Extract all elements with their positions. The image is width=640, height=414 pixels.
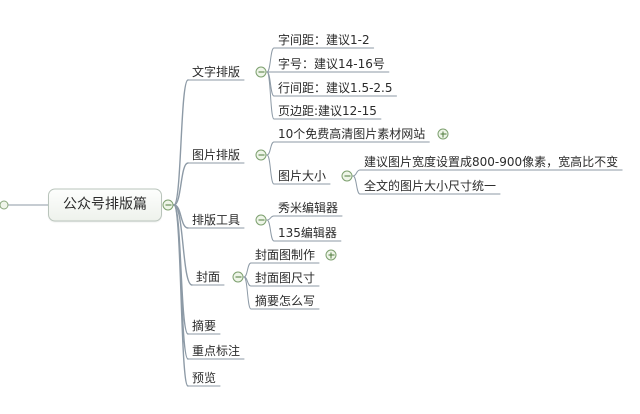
child-label-3-1[interactable]: 秀米编辑器 (278, 201, 339, 215)
child-label-1-1[interactable]: 字间距：建议1-2 (278, 33, 370, 47)
child-label-4-3[interactable]: 摘要怎么写 (255, 294, 316, 308)
branch-toggle-icon-1[interactable] (255, 66, 267, 78)
branch-label-5[interactable]: 摘要 (192, 319, 217, 333)
root-toggle-icon[interactable] (162, 199, 174, 211)
child-label-1-3[interactable]: 行间距：建议1.5-2.5 (278, 81, 393, 95)
child-toggle-icon-2-1[interactable] (437, 128, 449, 140)
grandchild-label-2-2-2[interactable]: 全文的图片大小尺寸统一 (364, 179, 497, 193)
branch-toggle-icon-4[interactable] (232, 271, 244, 283)
grandchild-label-2-2-1[interactable]: 建议图片宽度设置成800-900像素，宽高比不变 (364, 155, 619, 169)
branch-toggle-icon-3[interactable] (255, 214, 267, 226)
child-label-3-2[interactable]: 135编辑器 (278, 226, 337, 240)
child-label-1-4[interactable]: 页边距:建议12-15 (278, 104, 377, 118)
branch-label-7[interactable]: 预览 (192, 371, 217, 385)
child-toggle-icon-2-2[interactable] (341, 170, 353, 182)
branch-label-6[interactable]: 重点标注 (192, 344, 241, 358)
branch-label-1[interactable]: 文字排版 (192, 65, 241, 79)
root-node[interactable]: 公众号排版篇 (48, 188, 162, 222)
child-label-2-2[interactable]: 图片大小 (278, 169, 327, 183)
child-label-2-1[interactable]: 10个免费高清图片素材网站 (278, 127, 426, 141)
child-toggle-icon-4-1[interactable] (325, 249, 337, 261)
branch-label-2[interactable]: 图片排版 (192, 148, 241, 162)
root-collapse-dot[interactable] (0, 200, 9, 210)
branch-label-3[interactable]: 排版工具 (192, 213, 241, 227)
child-label-4-1[interactable]: 封面图制作 (255, 248, 316, 262)
child-label-1-2[interactable]: 字号：建议14-16号 (278, 57, 385, 71)
child-label-4-2[interactable]: 封面图尺寸 (255, 271, 316, 285)
branch-toggle-icon-2[interactable] (255, 149, 267, 161)
branch-label-4[interactable]: 封面 (196, 270, 221, 284)
